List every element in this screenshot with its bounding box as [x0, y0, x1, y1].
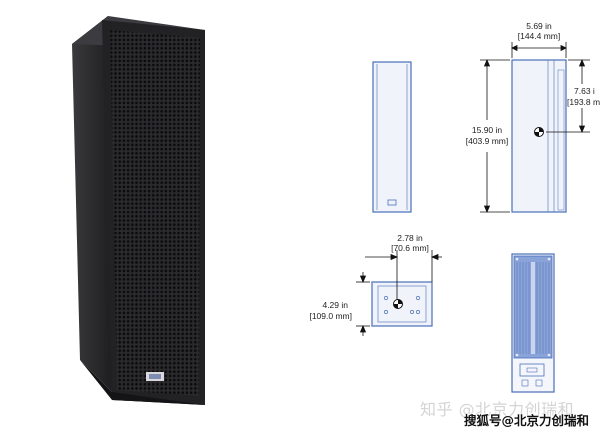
- bottom-depth-inches: 4.29 in: [322, 300, 348, 310]
- front-view-drawing: [511, 59, 567, 213]
- bottom-depth-mm: [109.0 mm]: [309, 311, 352, 321]
- speaker-cabinet-side: [72, 16, 112, 392]
- rear-view-drawing: [511, 253, 555, 393]
- bottom-width-mm: [70.6 mm]: [391, 243, 429, 253]
- mount-height-dimension: [546, 58, 590, 134]
- speaker-grille: [110, 30, 200, 396]
- zhihu-watermark: 知乎 @北京力创瑞和: [420, 400, 575, 419]
- top-width-dimension: [511, 42, 567, 58]
- bottom-width-dimension: [365, 250, 442, 300]
- height-mm: [403.9 mm]: [465, 136, 509, 146]
- height-dimension: [480, 58, 510, 214]
- side-view-drawing: [372, 61, 412, 213]
- bottom-depth-dimension: [356, 272, 370, 336]
- height-inches: 15.90 in: [471, 125, 503, 135]
- mount-height-mm: [193.8 m: [567, 97, 600, 107]
- bottom-width-inches: 2.78 in: [397, 233, 423, 243]
- top-width-mm: [144.4 mm]: [517, 31, 561, 41]
- top-width-inches: 5.69 in: [526, 21, 552, 31]
- mount-height-inches: 7.63 i: [574, 86, 595, 96]
- bottom-view-drawing: [371, 281, 433, 327]
- sohu-watermark: 搜狐号@北京力创瑞和: [464, 413, 590, 428]
